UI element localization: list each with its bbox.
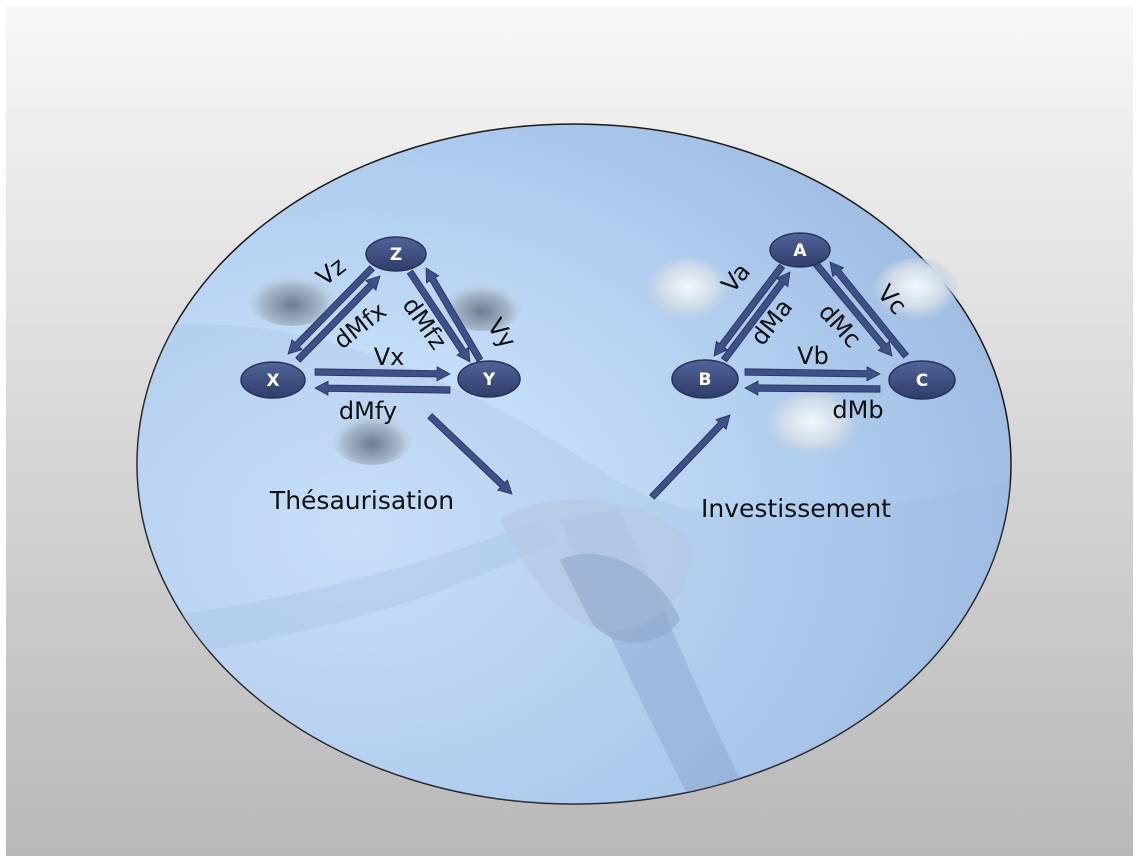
- arrow-x-to-y: [314, 366, 451, 382]
- central-saddle-shadow: [560, 553, 680, 643]
- node-a-label: A: [793, 241, 807, 261]
- node-z: Z: [365, 236, 427, 272]
- arrow-y-to-x: [314, 380, 451, 396]
- node-c: C: [888, 360, 956, 400]
- shading-band: [140, 520, 560, 660]
- node-a: A: [769, 232, 831, 268]
- arrow-y-to-z: [425, 267, 484, 363]
- flow-label-dmb: dMb: [832, 396, 883, 424]
- node-b-label: B: [699, 370, 712, 390]
- arrow-a-to-b: [713, 263, 786, 357]
- node-c-label: C: [916, 371, 928, 391]
- arrow-z-to-x: [287, 265, 375, 355]
- node-y-label: Y: [482, 370, 496, 390]
- arrow-c-to-a: [829, 261, 910, 359]
- arrow-x-to-z: [295, 275, 381, 363]
- peaks: [646, 258, 958, 459]
- region-label-investissement: Investissement: [701, 494, 891, 523]
- node-x-label: X: [266, 371, 279, 391]
- arrow-c-to-b: [744, 380, 881, 396]
- arrow-z-to-y: [406, 269, 471, 363]
- disc: [136, 123, 1012, 805]
- node-x: X: [240, 361, 306, 399]
- arrow-b-to-a: [720, 271, 791, 363]
- node-z-label: Z: [390, 245, 402, 265]
- region-label-thesaurisation: Thésaurisation: [269, 486, 454, 515]
- flow-label-vb: Vb: [797, 342, 829, 370]
- flow-label-vx: Vx: [374, 343, 405, 371]
- flow-label-dmfy: dMfy: [339, 397, 397, 425]
- arrow-b-to-c: [744, 366, 881, 382]
- node-y: Y: [457, 360, 521, 398]
- arrow-a-to-c: [812, 261, 893, 357]
- pits: [246, 266, 524, 465]
- arrows: [287, 261, 910, 500]
- node-b: B: [671, 359, 739, 399]
- arrow-y-to-saddle: [427, 413, 513, 495]
- arrow-saddle-to-b: [649, 414, 731, 500]
